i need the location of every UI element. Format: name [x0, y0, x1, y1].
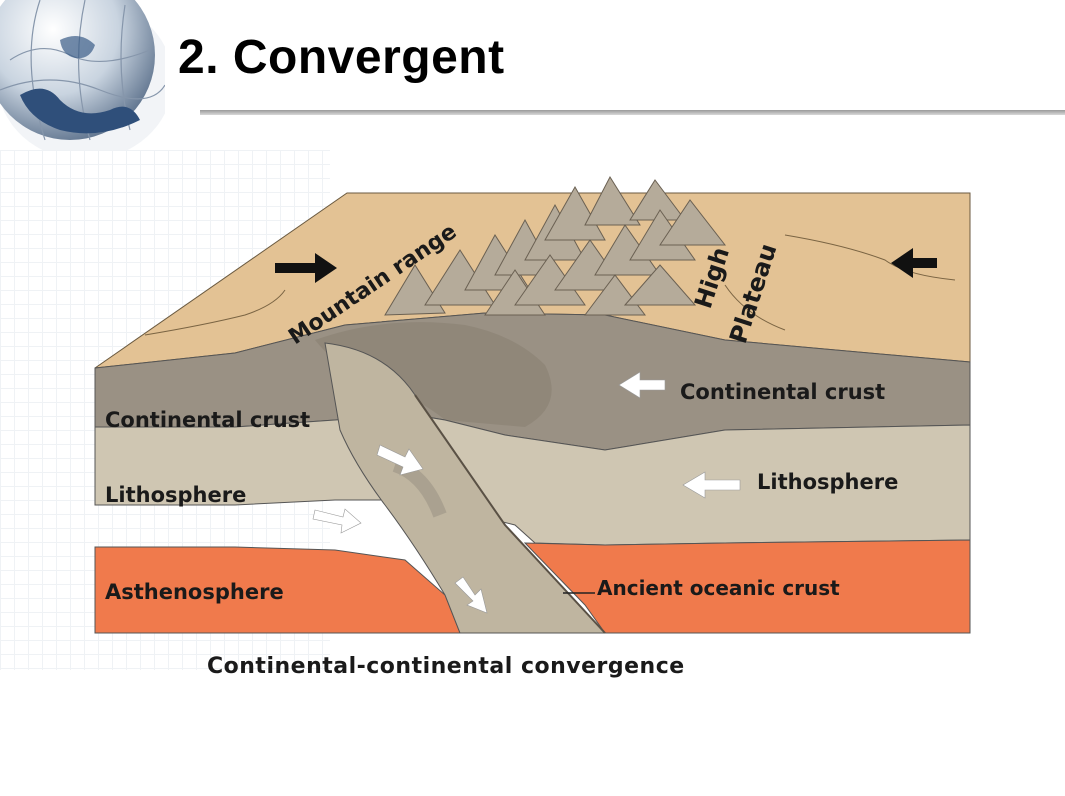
slide-title: 2. Convergent	[178, 31, 505, 84]
label-continental-crust-right: Continental crust	[680, 380, 885, 404]
flow-arrow-slab-2	[454, 576, 488, 614]
subducting-slab	[324, 342, 607, 634]
flow-arrow-slab-1	[376, 444, 424, 476]
arrow-right-icon	[275, 253, 337, 283]
mountain-peaks	[384, 175, 727, 316]
globe-icon	[0, 0, 165, 150]
label-continental-crust-left: Continental crust	[105, 408, 310, 432]
label-asthenosphere: Asthenosphere	[105, 580, 284, 604]
label-ancient-oceanic-crust: Ancient oceanic crust	[597, 576, 840, 600]
flow-arrow-lithosphere-left	[312, 508, 362, 534]
convergence-diagram: Mountain range High Plateau Continental …	[94, 175, 971, 679]
arrow-left-icon	[891, 248, 937, 278]
flow-arrow-crust-right	[618, 371, 666, 399]
flow-arrow-lithosphere-right	[682, 471, 741, 499]
label-lithosphere-left: Lithosphere	[105, 483, 246, 507]
asthenosphere-layer	[94, 546, 461, 634]
label-lithosphere-right: Lithosphere	[757, 470, 898, 494]
diagram-caption: Continental-continental convergence	[207, 654, 685, 679]
title-divider	[200, 110, 1065, 115]
